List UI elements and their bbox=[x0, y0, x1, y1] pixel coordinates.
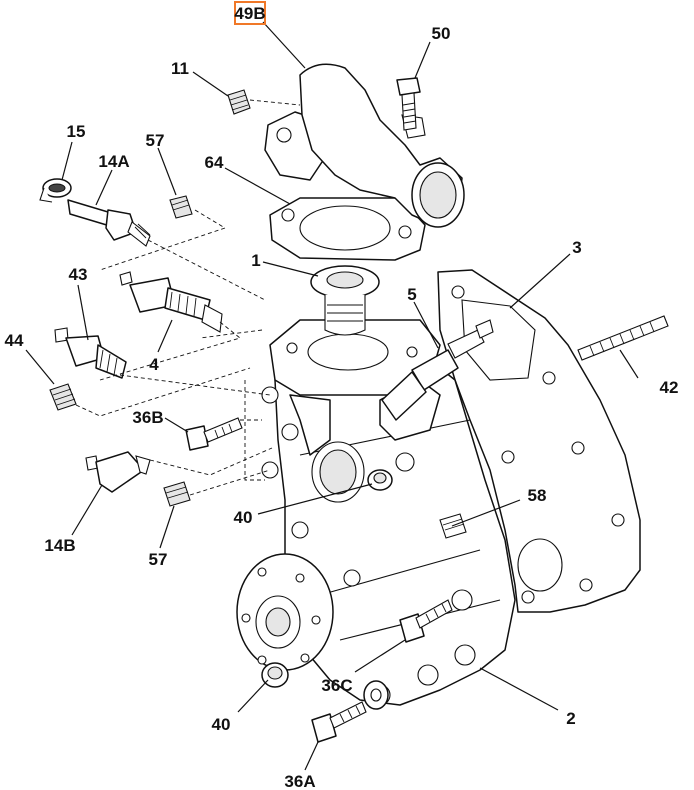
gasket-plate-part bbox=[437, 269, 641, 613]
part-label-40-upper[interactable]: 40 bbox=[234, 508, 253, 527]
plug-11-part bbox=[227, 89, 301, 115]
spacer-part bbox=[363, 680, 389, 710]
assembly-guide-lines bbox=[75, 209, 273, 496]
part-labels: 49B 50 11 15 57 14A 64 43 1 3 5 44 4 42 … bbox=[5, 4, 679, 790]
part-label-11[interactable]: 11 bbox=[171, 59, 189, 78]
sensor-43-part bbox=[54, 327, 127, 379]
gasket-part bbox=[269, 197, 426, 261]
part-label-14a[interactable]: 14A bbox=[98, 152, 129, 171]
bolt-36a-part bbox=[311, 701, 367, 743]
part-label-43[interactable]: 43 bbox=[69, 265, 88, 284]
plug-57-upper-part bbox=[169, 195, 193, 219]
bush-40-lower-part bbox=[261, 662, 289, 688]
highlight-box bbox=[234, 1, 266, 25]
sender-14a-part bbox=[67, 199, 151, 247]
part-label-1[interactable]: 1 bbox=[251, 251, 260, 270]
thermostat-part bbox=[310, 265, 380, 336]
stud-42-part bbox=[577, 315, 669, 361]
sender-5-part bbox=[381, 319, 494, 421]
part-label-36a[interactable]: 36A bbox=[284, 772, 315, 790]
part-label-14b[interactable]: 14B bbox=[44, 536, 75, 555]
part-label-4[interactable]: 4 bbox=[149, 355, 159, 374]
part-label-5[interactable]: 5 bbox=[407, 285, 416, 304]
part-label-42[interactable]: 42 bbox=[660, 378, 679, 397]
outlet-elbow-part bbox=[264, 63, 465, 228]
plug-57-lower-part bbox=[163, 481, 191, 507]
part-label-36b[interactable]: 36B bbox=[132, 408, 163, 427]
plug-44-part bbox=[49, 383, 77, 411]
bolt-50-part bbox=[396, 77, 421, 131]
part-label-44[interactable]: 44 bbox=[5, 331, 24, 350]
part-label-36c[interactable]: 36C bbox=[321, 676, 352, 695]
part-label-50[interactable]: 50 bbox=[432, 24, 451, 43]
part-label-57-lower[interactable]: 57 bbox=[149, 550, 168, 569]
part-label-3[interactable]: 3 bbox=[572, 238, 581, 257]
sensor-4-part bbox=[119, 271, 223, 333]
part-label-64[interactable]: 64 bbox=[205, 153, 224, 172]
bush-40-upper-part bbox=[367, 469, 393, 491]
hose-clip-15-part bbox=[39, 178, 72, 203]
part-label-2[interactable]: 2 bbox=[566, 709, 575, 728]
part-label-15[interactable]: 15 bbox=[67, 122, 86, 141]
part-label-49b[interactable]: 49B bbox=[234, 4, 265, 23]
bolt-36b-part bbox=[185, 417, 243, 451]
pump-body-part bbox=[236, 359, 516, 706]
sender-14b-part bbox=[85, 451, 151, 493]
part-label-40-lower[interactable]: 40 bbox=[212, 715, 231, 734]
bolt-36c-part bbox=[399, 599, 453, 643]
part-label-58[interactable]: 58 bbox=[528, 486, 547, 505]
part-label-57-upper[interactable]: 57 bbox=[146, 131, 165, 150]
leader-lines bbox=[25, 21, 639, 771]
